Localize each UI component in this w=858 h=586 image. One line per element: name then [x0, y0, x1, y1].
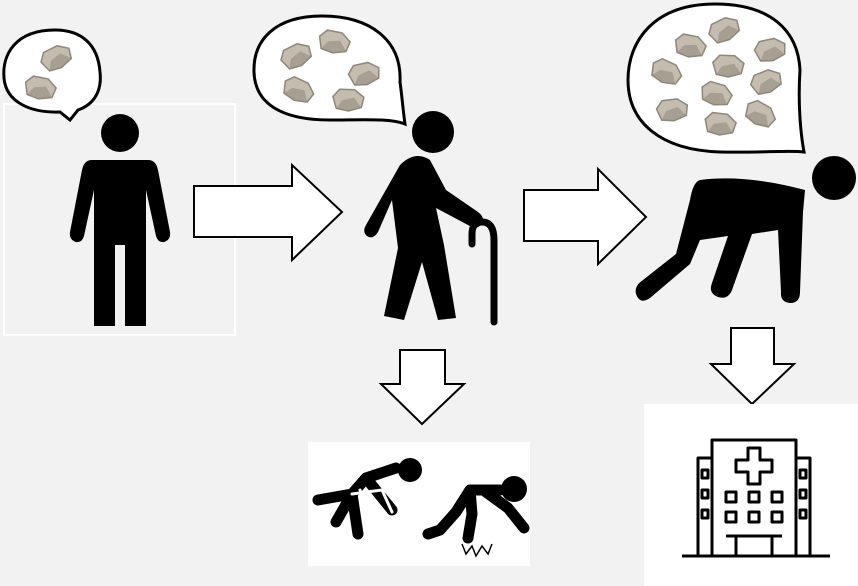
arrow-right-2: [524, 169, 646, 264]
elderly-person-with-cane-icon: [364, 111, 494, 322]
hospital-panel: [644, 404, 858, 586]
arrow-down-2: [711, 328, 794, 404]
stones-bubble-small: [4, 30, 101, 120]
arrow-down-1: [381, 350, 464, 424]
healthy-person-icon: [70, 114, 170, 326]
arrow-right-1: [194, 165, 342, 260]
frail-person-crawling-icon: [636, 156, 856, 303]
